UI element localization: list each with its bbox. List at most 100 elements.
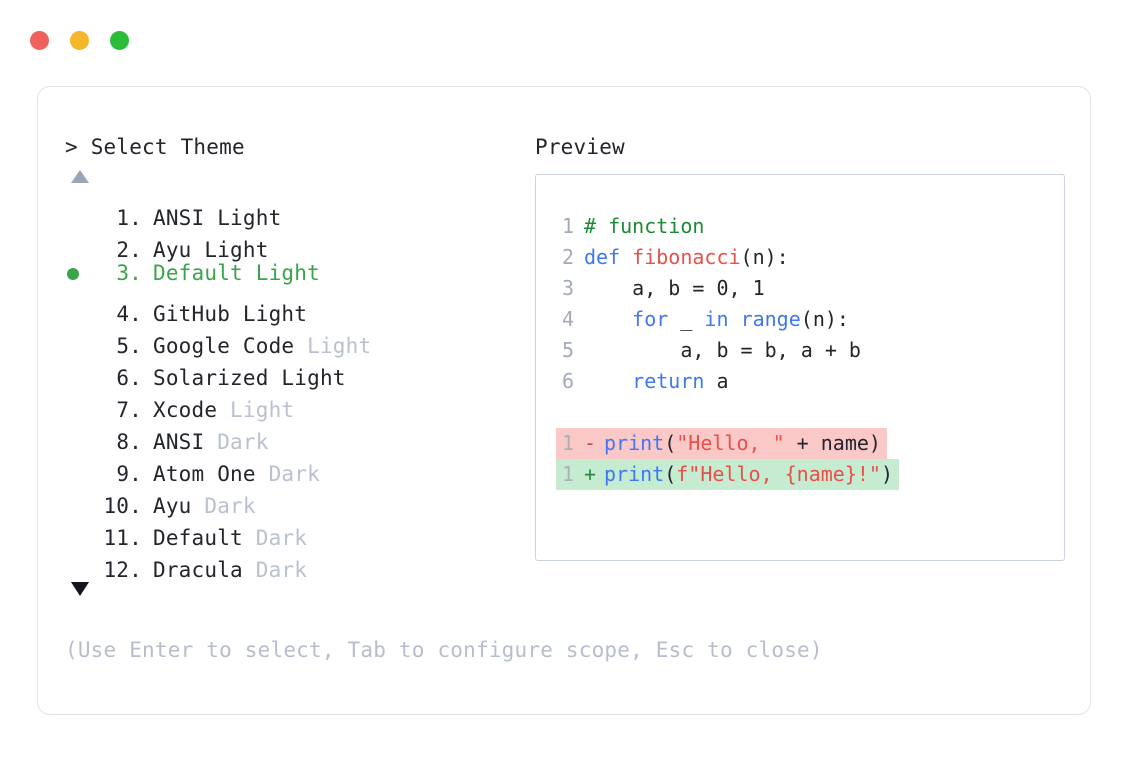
code-line-text: for _ in range(n):: [584, 304, 849, 335]
code-line: 3 a, b = 0, 1: [556, 273, 1064, 304]
theme-item-variant: Light: [242, 261, 320, 285]
code-token: print: [604, 431, 665, 455]
code-token: a: [704, 369, 729, 393]
theme-item-variant: Dark: [255, 462, 320, 486]
code-token: [584, 369, 632, 393]
code-line: 6 return a: [556, 366, 1064, 397]
preview-heading: Preview: [535, 135, 625, 159]
theme-list-item[interactable]: 7. Xcode Light: [65, 385, 525, 422]
theme-item-label: Atom One: [153, 462, 256, 486]
code-token: (n):: [740, 245, 789, 269]
diff-marker: -: [584, 431, 597, 455]
code-token: [584, 307, 632, 331]
code-token: (: [664, 462, 677, 486]
theme-list-item[interactable]: 4.GitHub Light: [65, 289, 525, 326]
selection-bullet-slot: [65, 289, 96, 321]
theme-item-index: 12.: [103, 558, 142, 582]
code-token: return: [632, 369, 705, 393]
theme-item-index: 9.: [116, 462, 142, 486]
theme-item-index: 11.: [103, 526, 142, 550]
code-line-text: return a: [584, 366, 729, 397]
code-token: (: [664, 431, 677, 455]
code-token: in: [704, 307, 729, 331]
theme-item-label: Ayu: [153, 494, 192, 518]
selection-bullet-slot: [65, 449, 96, 481]
scroll-down-indicator[interactable]: [65, 582, 89, 596]
theme-item-index: 1.: [116, 206, 142, 230]
line-number: 5: [561, 338, 574, 362]
theme-list-item[interactable]: 3.Default Light: [65, 257, 525, 289]
theme-item-index: 10.: [103, 494, 142, 518]
theme-list-item[interactable]: 6.Solarized Light: [65, 353, 525, 390]
code-token: print: [604, 462, 665, 486]
theme-item-label: Google Code: [153, 334, 295, 358]
theme-list-item[interactable]: 1.ANSI Light: [65, 193, 525, 230]
theme-item-variant: Light: [204, 206, 282, 230]
theme-list-item[interactable]: 10.Ayu Dark: [65, 481, 525, 518]
line-number: 6: [561, 369, 574, 393]
line-number: 4: [561, 307, 574, 331]
theme-list-item[interactable]: 12. Dracula Dark: [65, 545, 525, 582]
theme-item-variant: Light: [217, 398, 295, 422]
theme-item-index: 8.: [116, 430, 142, 454]
prompt-caret-icon: >: [65, 135, 78, 159]
code-token: _: [668, 307, 705, 331]
theme-item-index: 5.: [116, 334, 142, 358]
theme-item-variant: Dark: [242, 558, 308, 582]
theme-item-variant: Light: [230, 302, 308, 326]
code-token: ): [880, 462, 894, 486]
line-number: 1: [561, 214, 574, 238]
selection-bullet-slot: [65, 385, 96, 417]
code-token: def: [584, 245, 633, 269]
selection-bullet-slot: [65, 193, 96, 225]
maximize-window-button[interactable]: [110, 31, 129, 50]
code-token: # function: [584, 214, 705, 238]
code-token: [729, 307, 741, 331]
window-chrome: [30, 31, 129, 50]
minimize-window-button[interactable]: [70, 31, 89, 50]
theme-item-label: Xcode: [153, 398, 218, 422]
theme-item-label: ANSI: [153, 430, 205, 454]
theme-list-item[interactable]: 9. Atom One Dark: [65, 449, 525, 486]
theme-list-item[interactable]: 8.ANSI Dark: [65, 417, 525, 454]
selection-bullet-slot: [65, 353, 96, 385]
code-line-text: a, b = b, a + b: [584, 335, 861, 366]
code-token: a, b = b, a + b: [584, 338, 861, 362]
code-token: fibonacci: [632, 245, 741, 269]
selection-bullet-slot: [65, 481, 96, 513]
code-line-text: # function: [584, 211, 704, 242]
diff-line-removed: 1-print("Hello, " + name): [556, 428, 887, 459]
code-token: f"Hello, {name}!": [676, 462, 881, 486]
theme-item-variant: Light: [294, 334, 372, 358]
theme-item-index: 4.: [116, 302, 142, 326]
theme-item-index: 6.: [116, 366, 142, 390]
selection-bullet-slot: [65, 258, 96, 290]
theme-item-index: 7.: [116, 398, 142, 422]
diff-line-number: 1: [561, 431, 574, 455]
selection-bullet-slot: [65, 225, 96, 257]
theme-list-item[interactable]: 5. Google Code Light: [65, 321, 525, 358]
code-token: + name): [784, 431, 881, 455]
close-window-button[interactable]: [30, 31, 49, 50]
page-title: Select Theme: [90, 135, 245, 159]
triangle-down-icon[interactable]: [71, 582, 89, 596]
theme-item-label: Default: [153, 526, 243, 550]
theme-list-item[interactable]: 11. Default Dark: [65, 513, 525, 550]
selection-bullet-slot: [65, 545, 96, 577]
diff-line-number: 1: [561, 462, 574, 486]
theme-item-index: 3.: [116, 261, 142, 285]
theme-list-item[interactable]: 2.Ayu Light: [65, 225, 525, 262]
code-line: 4 for _ in range(n):: [556, 304, 1064, 335]
theme-item-variant: Dark: [242, 526, 308, 550]
diff-sample: 1-print("Hello, " + name)1+print(f"Hello…: [536, 428, 1064, 490]
theme-item-variant: Light: [268, 366, 346, 390]
triangle-up-icon[interactable]: [71, 170, 89, 183]
theme-item-label: Dracula: [153, 558, 243, 582]
selection-bullet-slot: [65, 417, 96, 449]
keyboard-hint: (Use Enter to select, Tab to configure s…: [65, 638, 823, 662]
prompt-line: > Select Theme: [65, 133, 525, 161]
